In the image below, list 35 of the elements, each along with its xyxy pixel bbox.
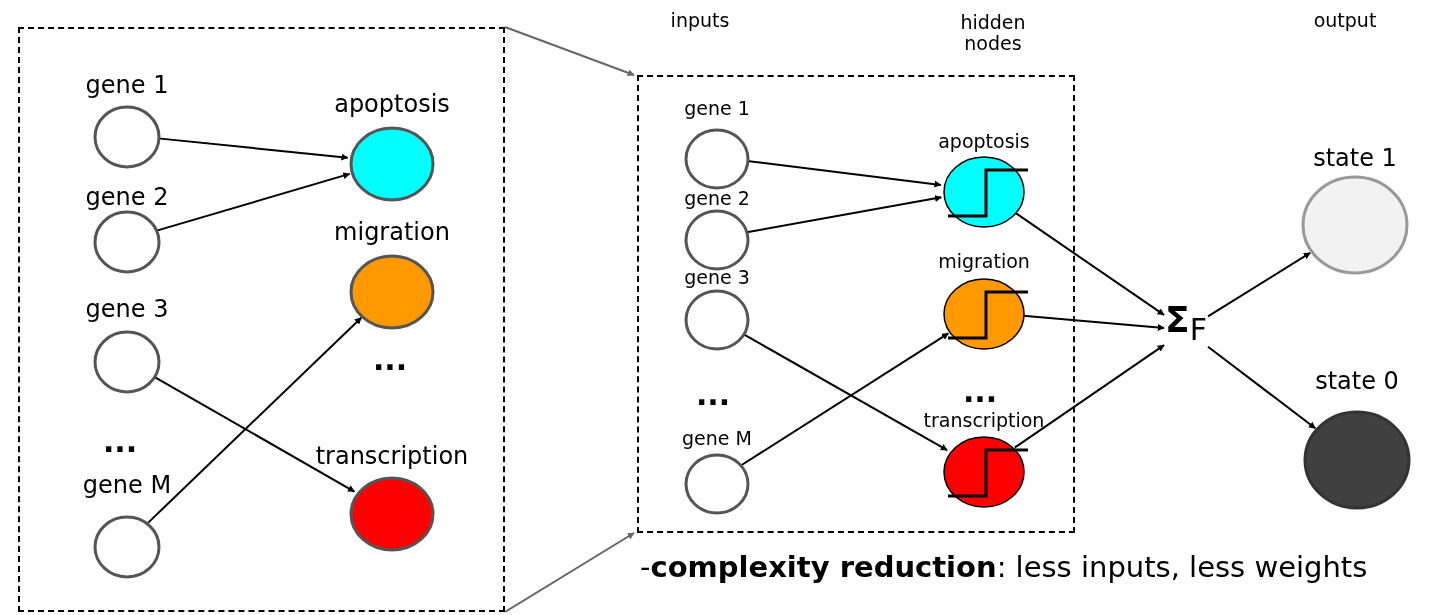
node-label: gene M bbox=[81, 472, 173, 499]
node-label: transcription bbox=[314, 443, 470, 470]
node-label: state 0 bbox=[1314, 368, 1400, 395]
node-label: migration bbox=[333, 219, 451, 246]
ellipsis: ... bbox=[102, 430, 138, 454]
node-label: gene M bbox=[681, 428, 753, 449]
note-text: -complexity reduction: less inputs, less weights bbox=[640, 552, 1368, 584]
dashed-frame bbox=[18, 27, 505, 612]
column-header: output bbox=[1313, 10, 1377, 31]
node-label: apoptosis bbox=[937, 131, 1031, 152]
node-label: gene 3 bbox=[84, 296, 170, 323]
dashed-frame bbox=[637, 75, 1075, 533]
arrow bbox=[504, 26, 635, 77]
node-label: migration bbox=[937, 251, 1031, 272]
arrow bbox=[147, 316, 363, 524]
arrow bbox=[157, 137, 349, 161]
ellipsis: ... bbox=[962, 380, 998, 404]
node-label: transcription bbox=[922, 410, 1046, 431]
node-label: state 1 bbox=[1312, 145, 1398, 172]
arrow bbox=[1207, 251, 1312, 318]
arrow bbox=[1013, 211, 1165, 316]
ellipsis: ... bbox=[695, 383, 731, 407]
column-header: inputs bbox=[670, 10, 730, 31]
node-label: apoptosis bbox=[333, 91, 451, 118]
node-label: gene 3 bbox=[683, 267, 751, 288]
arrow bbox=[504, 532, 635, 613]
node-label: gene 2 bbox=[84, 184, 170, 211]
ellipsis: ... bbox=[372, 348, 408, 372]
node-label: gene 1 bbox=[683, 98, 751, 119]
node-label: gene 1 bbox=[84, 72, 170, 99]
arrow bbox=[1013, 344, 1165, 449]
arrow bbox=[1207, 345, 1317, 430]
column-header: hidden nodes bbox=[959, 12, 1027, 54]
node-label: gene 2 bbox=[683, 188, 751, 209]
sum-symbol: Σ$_{F}$ bbox=[1164, 300, 1208, 347]
